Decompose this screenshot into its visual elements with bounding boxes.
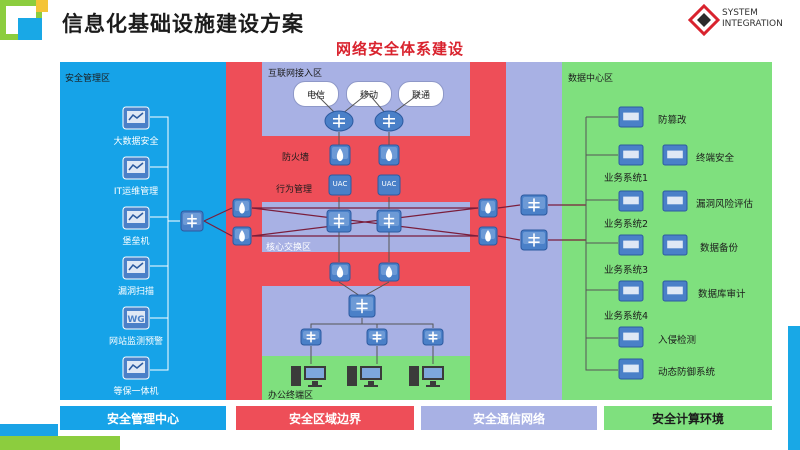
office-pc-2-icon — [347, 366, 382, 387]
logo-line-1: SYSTEM — [722, 8, 758, 18]
agg-firewall-2-icon — [378, 262, 400, 282]
dc-label-tamper: 防篡改 — [658, 115, 687, 126]
svg-text:WG: WG — [127, 315, 144, 325]
office-zone-label: 办公终端区 — [268, 391, 314, 401]
dc-device-tamper-icon — [618, 106, 644, 128]
mgmt-device-2-icon — [122, 156, 150, 180]
internet-router-2-icon — [374, 110, 404, 132]
agg-switch-icon — [348, 294, 376, 318]
uac-2-icon — [377, 174, 401, 196]
behavior-mgmt-label: 行为管理 — [276, 185, 313, 195]
dc-system-4-icon — [618, 280, 644, 302]
dc-label-terminal: 终端安全 — [696, 153, 735, 164]
dc-system-2-label: 业务系统2 — [604, 219, 649, 230]
dc-label-backup: 数据备份 — [700, 243, 739, 254]
mgmt-device-6-icon — [122, 356, 150, 380]
core-zone-label: 核心交换区 — [266, 243, 312, 253]
firewall-1-icon — [329, 144, 351, 166]
office-pc-3-icon — [409, 366, 444, 387]
agg-firewall-1-icon — [329, 262, 351, 282]
dc-system-3-label: 业务系统3 — [604, 265, 649, 276]
dc-switch-1-icon — [520, 194, 548, 216]
mgmt-device-label: 网站监测预警 — [108, 337, 163, 347]
boundary-firewall-left-1-icon — [232, 198, 252, 218]
decor-square — [18, 18, 42, 40]
security-management-label: 安全管理区 — [65, 74, 111, 84]
boundary-firewall-left-2-icon — [232, 226, 252, 246]
mgmt-switch-icon — [180, 210, 204, 232]
diagram-subtitle: 网络安全体系建设 — [336, 40, 465, 58]
bottom-bar-management-label: 安全管理中心 — [106, 411, 179, 426]
bottom-bar-boundary-label: 安全区域边界 — [288, 411, 361, 426]
uac-label: UAC — [381, 180, 397, 188]
aggregation-zone — [262, 252, 470, 286]
access-switch-3-icon — [422, 328, 444, 346]
firewall-zone — [262, 136, 470, 202]
mgmt-device-label: IT运维管理 — [113, 187, 159, 197]
logo-text: SYSTEM INTEGRATION — [722, 8, 783, 30]
data-center-zone — [562, 62, 772, 400]
core-zone — [262, 202, 470, 252]
page-title: 信息化基础设施建设方案 — [62, 12, 304, 36]
bottom-bar-computing: 安全计算环境 — [604, 406, 772, 430]
internet-zone-label: 互联网接入区 — [268, 69, 323, 79]
logo-line-2: INTEGRATION — [722, 19, 783, 29]
dc-device-terminal-icon — [662, 144, 688, 166]
boundary-firewall-right-2-icon — [478, 226, 498, 246]
access-switch-2-icon — [366, 328, 388, 346]
logo-icon — [688, 4, 720, 36]
mgmt-device-4-icon — [122, 256, 150, 280]
dc-system-1-label: 业务系统1 — [604, 173, 649, 184]
data-center-label: 数据中心区 — [568, 74, 614, 84]
mgmt-device-5-icon: WG — [122, 306, 150, 330]
mgmt-device-label: 大数据安全 — [113, 137, 159, 147]
dc-system-4-label: 业务系统4 — [604, 311, 649, 322]
mgmt-device-3-icon — [122, 206, 150, 230]
dc-device-ids-icon — [618, 326, 644, 348]
internet-router-1-icon — [324, 110, 354, 132]
firewall-label: 防火墙 — [282, 153, 310, 163]
decor-square — [788, 326, 800, 450]
bottom-bar-management: 安全管理中心 — [60, 406, 226, 430]
dc-system-2-icon — [618, 190, 644, 212]
boundary-firewall-right-1-icon — [478, 198, 498, 218]
bottom-bar-communication-label: 安全通信网络 — [472, 411, 545, 426]
dc-system-1-icon — [618, 144, 644, 166]
decor-square — [0, 436, 120, 450]
isp-unicom: 联通 — [398, 81, 444, 107]
dc-label-dbaudit: 数据库审计 — [698, 289, 746, 300]
bottom-bar-computing-label: 安全计算环境 — [651, 411, 724, 426]
uac-label: UAC — [332, 180, 348, 188]
dc-label-dynamic: 动态防御系统 — [658, 367, 716, 378]
dc-device-dynamic-icon — [618, 358, 644, 380]
mgmt-device-label: 漏洞扫描 — [117, 287, 154, 297]
firewall-2-icon — [378, 144, 400, 166]
mgmt-device-1-icon — [122, 106, 150, 130]
access-switch-1-icon — [300, 328, 322, 346]
uac-1-icon — [328, 174, 352, 196]
dc-switch-2-icon — [520, 229, 548, 251]
mgmt-device-label: 等保一体机 — [113, 387, 159, 397]
dc-label-ids: 入侵检测 — [658, 335, 697, 346]
office-pc-1-icon — [291, 366, 326, 387]
dc-system-3-icon — [618, 234, 644, 256]
dc-device-backup-icon — [662, 234, 688, 256]
dc-device-dbaudit-icon — [662, 280, 688, 302]
decor-square — [36, 0, 48, 12]
dc-device-vuln-icon — [662, 190, 688, 212]
mgmt-device-label: 堡垒机 — [122, 237, 150, 247]
dc-label-vuln: 漏洞风险评估 — [696, 199, 754, 210]
bottom-bar-communication: 安全通信网络 — [421, 406, 597, 430]
core-switch-1-icon — [326, 209, 352, 233]
bottom-bar-boundary: 安全区域边界 — [236, 406, 414, 430]
core-switch-2-icon — [376, 209, 402, 233]
